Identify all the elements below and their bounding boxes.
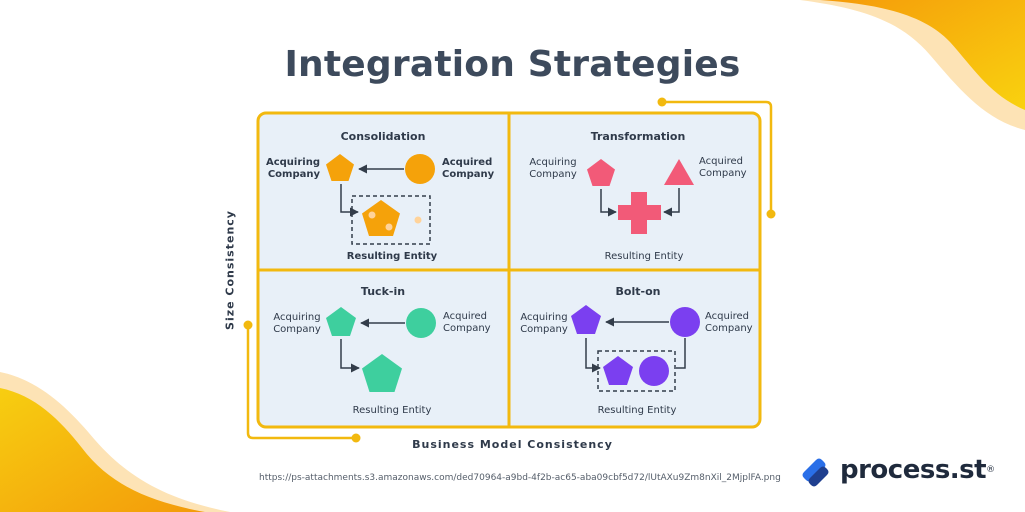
top-right-connector (662, 100, 773, 214)
tuckin-result-pentagon (362, 354, 402, 392)
connector-dot (243, 320, 253, 330)
source-url: https://ps-attachments.s3.amazonaws.com/… (259, 473, 781, 483)
transformation-right-arrow (663, 188, 680, 217)
tuckin-acquired-circle (406, 308, 436, 338)
bottom-left-connector (246, 325, 356, 440)
transformation-result-cross (618, 192, 661, 234)
consolidation-result-dot (385, 223, 393, 231)
consolidation-result-dot (368, 211, 376, 219)
brand-wordmark: process.st (840, 455, 987, 485)
bolton-left-connector (585, 338, 601, 373)
consolidation-result-box (351, 195, 431, 245)
bolton-acquired-label: Acquired Company (705, 311, 753, 334)
bolton-title: Bolt-on (615, 285, 661, 298)
connector-dot (766, 209, 776, 219)
transformation-acquired-label: Acquired Company (699, 156, 747, 179)
x-axis-label: Business Model Consistency (412, 438, 613, 451)
transformation-acquiring-pentagon (587, 159, 615, 186)
tuckin-result-label: Resulting Entity (352, 405, 432, 416)
bolton-acquiring-pentagon (571, 305, 601, 334)
tuckin-acquiring-pentagon (326, 307, 356, 336)
process-st-logo-icon (802, 458, 829, 487)
consolidation-acquiring-pentagon (326, 154, 354, 181)
connector-dot (351, 433, 361, 443)
consolidation-result-label: Resulting Entity (346, 251, 438, 262)
consolidation-title: Consolidation (340, 130, 426, 143)
tuckin-acquired-label: Acquired Company (443, 311, 491, 334)
transformation-title: Transformation (590, 130, 686, 143)
transformation-acquired-triangle (664, 159, 694, 185)
tuckin-title: Tuck-in (360, 285, 406, 298)
bolton-result-circle (639, 356, 669, 386)
bolton-acquiring-label: Acquiring Company (520, 312, 568, 335)
page-title: Integration Strategies (284, 44, 741, 85)
bolton-result-box (597, 350, 676, 392)
bottom-left-wave-front (0, 388, 205, 512)
connector-dot (657, 97, 667, 107)
consolidation-merge-arrow (340, 184, 359, 217)
transformation-left-arrow (600, 189, 617, 217)
transformation-acquiring-label: Acquiring Company (529, 157, 577, 180)
consolidation-acquiring-label: Acquiring Company (265, 157, 320, 180)
bolton-result-pentagon (603, 356, 633, 385)
y-axis-label: Size Consistency (223, 210, 237, 330)
consolidation-result-dot (414, 216, 422, 224)
tuckin-merge-arrow (340, 339, 360, 373)
bolton-result-label: Resulting Entity (597, 405, 677, 416)
brand-logo: process.st ® (834, 452, 995, 488)
transformation-result-label: Resulting Entity (604, 251, 684, 262)
top-right-wave-front (820, 0, 1025, 110)
tuckin-acquiring-label: Acquiring Company (273, 312, 321, 335)
bolton-right-connector (676, 338, 686, 369)
consolidation-acquired-circle (405, 154, 435, 184)
brand-registered-mark: ® (986, 465, 996, 475)
bolton-acquired-circle (670, 307, 700, 337)
consolidation-acquired-label: Acquired Company (442, 157, 495, 180)
